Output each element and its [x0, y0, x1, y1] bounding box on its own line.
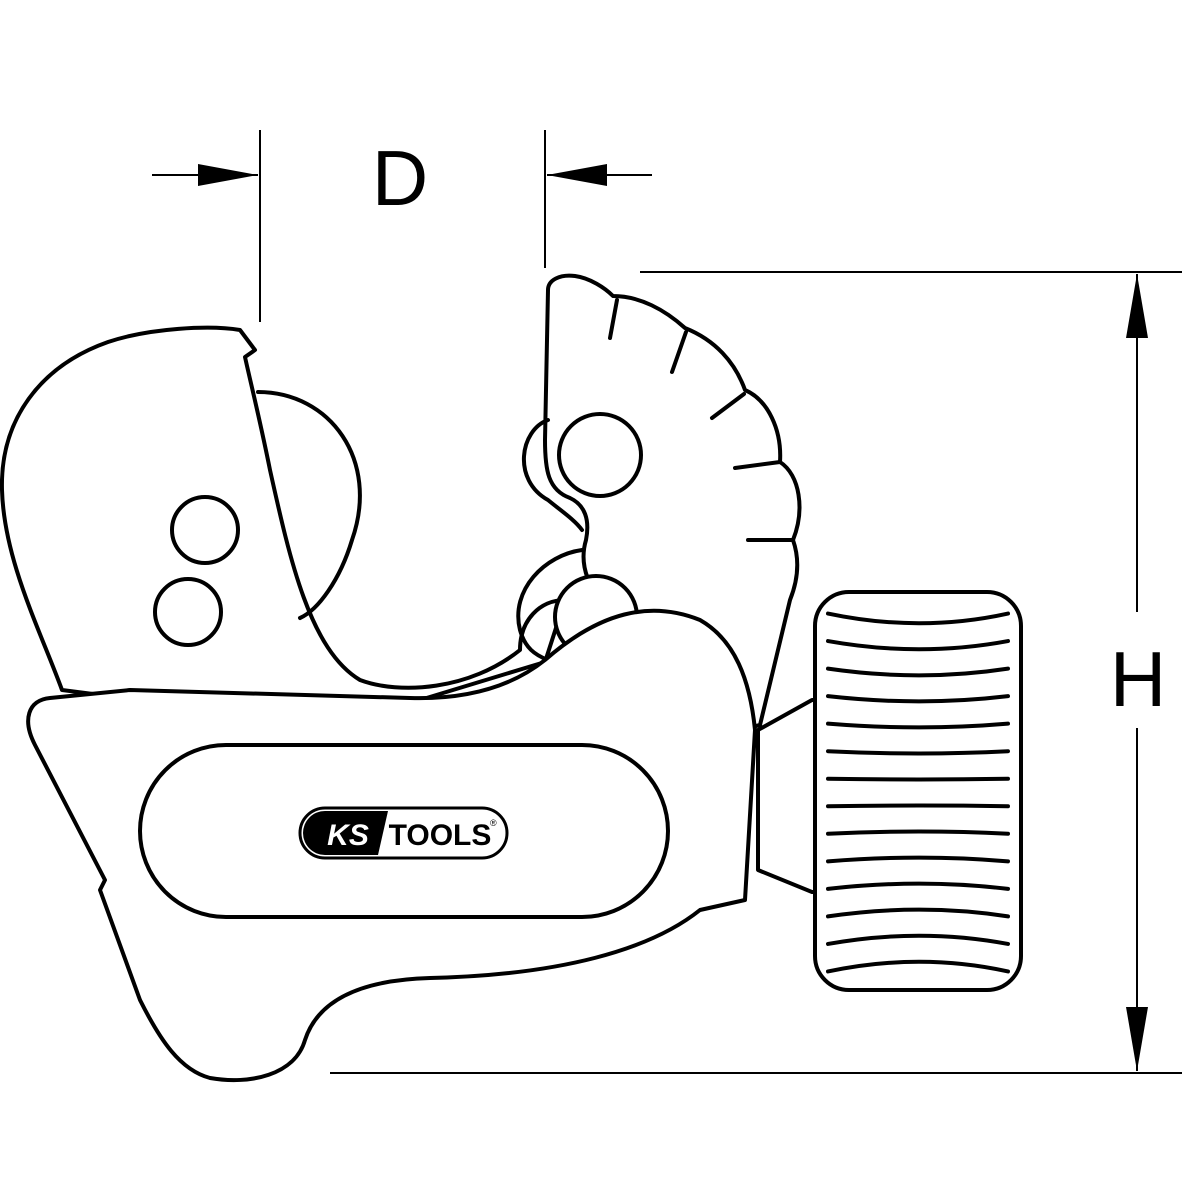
- knob-rib: [826, 803, 1010, 809]
- knob-rib: [826, 749, 1010, 756]
- knob-rib: [826, 907, 1010, 919]
- jaw-hole-upper: [170, 495, 240, 565]
- arrowhead-bottom: [1126, 1007, 1148, 1071]
- tooth-mark: [608, 298, 619, 340]
- jaw-hole-lower: [153, 577, 223, 647]
- guide-roller: [256, 390, 362, 620]
- tooth-mark: [710, 392, 746, 420]
- knob-rib: [826, 933, 1010, 946]
- tooth-mark: [733, 460, 782, 470]
- logo-ks-badge: [303, 811, 388, 855]
- cutting-wheel: [522, 418, 584, 532]
- head-hole-upper: [557, 412, 643, 498]
- arrowhead-left: [198, 164, 258, 186]
- knob-shaft: [756, 698, 824, 894]
- knob-ribs: [826, 611, 1010, 974]
- dimension-d: D: [152, 130, 652, 322]
- knob-rib: [826, 829, 1010, 836]
- cutting-wheel-lower: [516, 548, 584, 662]
- knob-rib: [826, 855, 1010, 864]
- knob-rib: [826, 639, 1010, 652]
- knob-rib: [826, 694, 1010, 704]
- adjustment-knob: [813, 590, 1023, 992]
- knob-rib: [826, 721, 1010, 730]
- arrowhead-right: [547, 164, 607, 186]
- knob-rib: [826, 959, 1010, 974]
- ks-tools-logo: KS TOOLS ®: [298, 806, 509, 860]
- dimension-h: H: [330, 271, 1182, 1074]
- knob-rib: [826, 881, 1010, 891]
- knob-rib: [826, 666, 1010, 678]
- dimension-label-d: D: [372, 134, 428, 222]
- logo-registered-mark: ®: [490, 818, 497, 828]
- knob-rib: [826, 611, 1010, 626]
- body-inner-panel: [138, 743, 670, 919]
- tooth-mark: [670, 330, 688, 374]
- cutter-teeth: [608, 298, 795, 542]
- knob-rib: [826, 776, 1010, 782]
- dimension-label-h: H: [1110, 635, 1166, 723]
- logo-ks-text: KS: [327, 819, 369, 852]
- left-jaw: [0, 325, 567, 702]
- knob-body: [813, 590, 1023, 992]
- arrowhead-top: [1126, 274, 1148, 338]
- logo-tools-text: TOOLS: [389, 819, 492, 852]
